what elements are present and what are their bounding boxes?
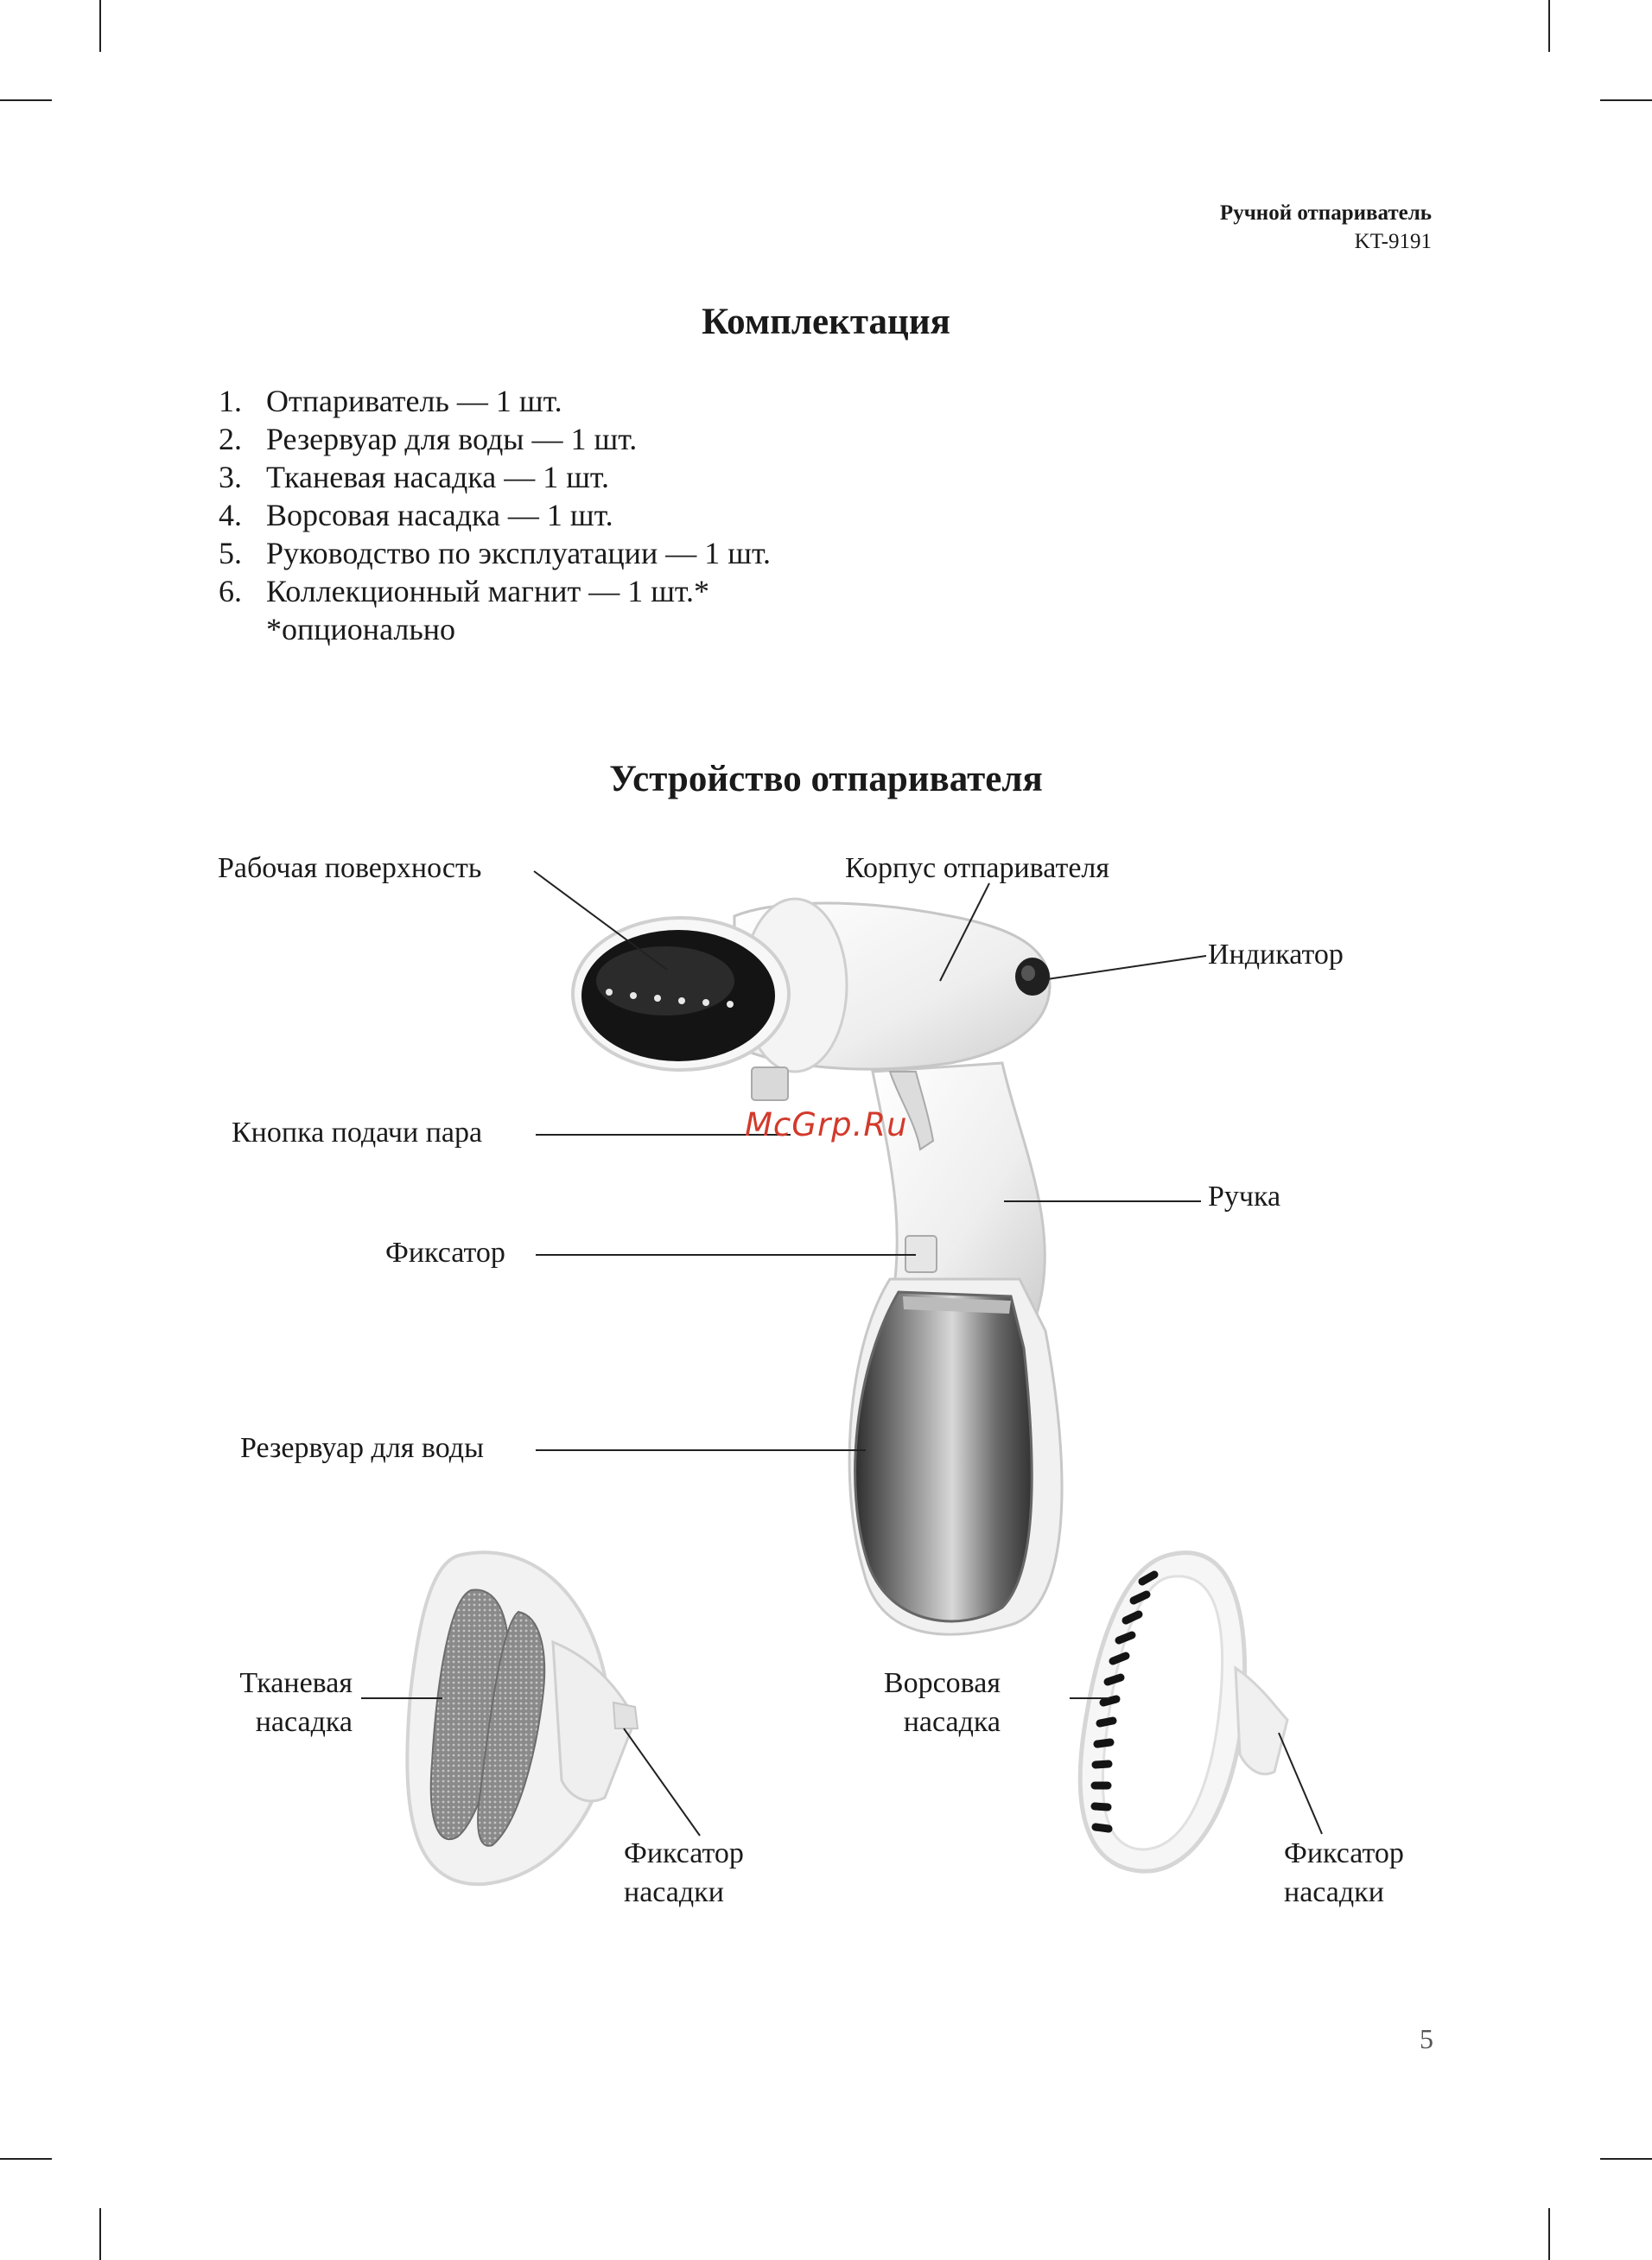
label-lock: Фиксатор [385, 1237, 505, 1269]
crop-mark [1600, 2158, 1652, 2160]
steamer-body [571, 897, 1064, 1636]
pile-nozzle-image [1077, 1550, 1289, 1874]
label-steam-button: Кнопка подачи пара [232, 1117, 483, 1149]
kit-footnote: *опционально [266, 612, 456, 646]
fabric-nozzle-image [405, 1550, 639, 1887]
header-model: KT-9191 [1354, 230, 1432, 253]
kit-title: Комплектация [702, 302, 950, 342]
list-item: 1.Отпариватель — 1 шт. [219, 384, 562, 418]
crop-mark [1600, 99, 1652, 101]
crop-mark [1548, 0, 1550, 52]
watermark: McGrp.Ru [745, 1106, 908, 1143]
label-indicator: Индикатор [1208, 939, 1344, 971]
page-number: 5 [1420, 2023, 1433, 2054]
header-product: Ручной отпариватель [1219, 201, 1432, 225]
list-item: 4.Ворсовая насадка — 1 шт. [219, 498, 613, 532]
device-title: Устройство отпаривателя [609, 759, 1043, 799]
list-item: 3.Тканевая насадка — 1 шт. [219, 460, 609, 494]
crop-mark [0, 99, 52, 101]
label-fabric-nozzle: Тканевая насадка [239, 1667, 353, 1738]
leader-lines [361, 870, 1323, 1837]
label-work-surface: Рабочая поверхность [218, 852, 482, 884]
label-nozzle-lock-right: Фиксатор насадки [1284, 1837, 1404, 1908]
label-pile-nozzle: Ворсовая насадка [883, 1667, 1001, 1738]
list-item: 2.Резервуар для воды — 1 шт. [219, 422, 638, 456]
label-handle: Ручка [1208, 1181, 1281, 1213]
list-item: 6.Коллекционный магнит — 1 шт.* [219, 574, 709, 608]
crop-mark [99, 2208, 101, 2260]
label-body: Корпус отпаривателя [845, 852, 1110, 884]
running-header: Ручной отпариватель KT-9191 [1220, 199, 1432, 256]
crop-mark [0, 2158, 52, 2160]
label-nozzle-lock-left: Фиксатор насадки [624, 1837, 744, 1908]
label-reservoir: Резервуар для воды [240, 1432, 484, 1464]
crop-mark [99, 0, 101, 52]
kit-list: 1.Отпариватель — 1 шт. 2.Резервуар для в… [219, 382, 771, 610]
crop-mark [1548, 2208, 1550, 2260]
list-item: 5.Руководство по эксплуатации — 1 шт. [219, 536, 771, 570]
